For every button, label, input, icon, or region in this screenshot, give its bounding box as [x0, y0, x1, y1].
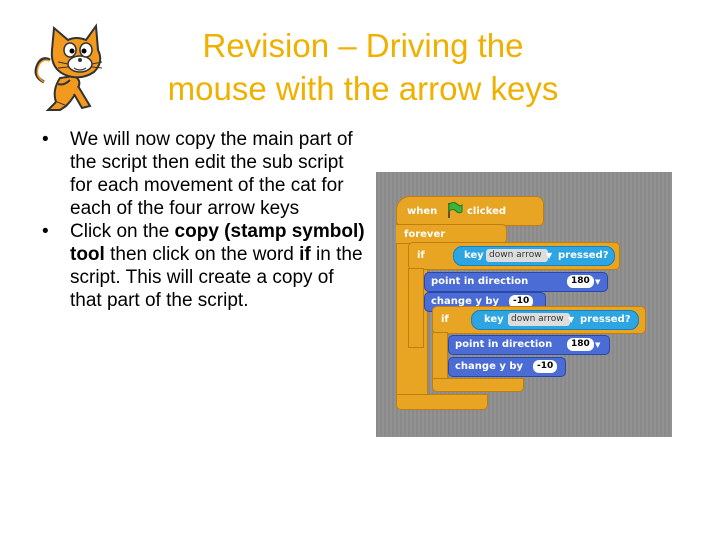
if-block-1[interactable]: if key down arrow ▼ pressed? — [408, 242, 620, 270]
bullet-item: Click on the copy (stamp symbol) tool th… — [40, 220, 370, 312]
change-label-1: change y by — [431, 296, 500, 307]
change-value-1[interactable]: -10 — [509, 295, 534, 308]
point-label-1: point in direction — [431, 276, 529, 287]
direction-value-2[interactable]: 180 — [567, 338, 594, 351]
direction-value-1[interactable]: 180 — [567, 275, 594, 288]
when-label: when — [407, 206, 438, 217]
forever-block-bottom — [396, 394, 488, 410]
bullet-bold-if: if — [299, 244, 311, 265]
pressed-label-2: pressed? — [580, 314, 631, 325]
slide-title: Revision – Driving the mouse with the ar… — [118, 24, 608, 110]
scratch-cat-icon — [34, 23, 103, 111]
key-dropdown-2[interactable]: down arrow — [508, 313, 570, 326]
bullet-bold-copy-tool: copy (stamp symbol) tool — [70, 221, 365, 265]
green-flag-icon — [448, 202, 463, 218]
bullet-text-2b: then click on the word — [104, 244, 300, 265]
title-line-1: Revision – Driving the — [202, 27, 524, 64]
bullet-text-2c: in the script. This will create a copy o… — [70, 244, 363, 311]
key-pressed-sensor-2[interactable]: key down arrow ▼ pressed? — [471, 310, 639, 330]
title-line-2: mouse with the arrow keys — [167, 70, 559, 107]
dropdown-arrow-icon: ▼ — [595, 341, 601, 349]
point-label-2: point in direction — [455, 339, 553, 350]
pressed-label-1: pressed? — [558, 250, 609, 261]
key-label-1: key — [464, 250, 484, 261]
point-direction-block-2[interactable]: point in direction 180 ▼ — [448, 335, 610, 355]
key-dropdown-1[interactable]: down arrow — [486, 249, 548, 262]
clicked-label: clicked — [467, 206, 507, 217]
if-block-1-arm — [408, 268, 424, 348]
if-label-2: if — [441, 314, 449, 325]
bullet-item: We will now copy the main part of the sc… — [40, 128, 370, 220]
key-label-2: key — [484, 314, 504, 325]
bullet-text-2a: Click on the — [70, 221, 175, 242]
if-block-2-bottom — [432, 378, 524, 392]
scratch-script-panel: when clicked forever forever if key down… — [376, 172, 672, 437]
dropdown-arrow-icon: ▼ — [546, 251, 553, 260]
point-direction-block-1[interactable]: point in direction 180 ▼ — [424, 272, 608, 292]
if-block-2-arm — [432, 332, 448, 384]
if-label-1: if — [417, 250, 425, 261]
change-value-2[interactable]: -10 — [533, 360, 558, 373]
if-block-2[interactable]: if key down arrow ▼ pressed? — [432, 306, 646, 334]
forever-label-text: forever — [404, 229, 446, 240]
bullet-list: We will now copy the main part of the sc… — [40, 128, 370, 312]
change-label-2: change y by — [455, 361, 524, 372]
dropdown-arrow-icon: ▼ — [595, 278, 601, 286]
change-y-block-2[interactable]: change y by -10 — [448, 357, 566, 377]
when-flag-clicked-block[interactable]: when clicked — [396, 196, 544, 226]
dropdown-arrow-icon: ▼ — [568, 315, 575, 324]
key-pressed-sensor-1[interactable]: key down arrow ▼ pressed? — [453, 246, 615, 266]
bullet-text-1: We will now copy the main part of the sc… — [70, 129, 353, 219]
